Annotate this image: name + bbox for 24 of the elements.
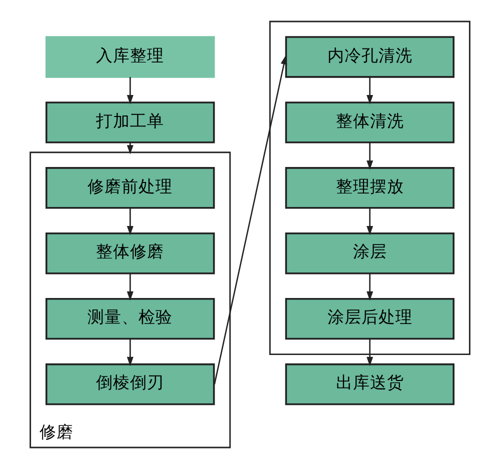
node-box: 整体清洗 [285,102,454,144]
node-box: 打加工单 [46,102,215,144]
node-box: 涂层后处理 [285,298,454,340]
arrow [126,142,134,154]
node-box: 整理摆放 [285,167,454,209]
arrow [366,338,374,366]
arrow [214,55,288,384]
arrow [126,338,134,366]
node-box: 内冷孔清洗 [285,36,454,78]
arrow [366,208,374,236]
node-box: 修磨前处理 [46,167,215,209]
arrow [126,77,134,104]
node-box: 整体修磨 [46,232,215,274]
arrow [366,77,374,104]
node-box: 倒棱倒刃 [46,363,215,406]
arrow [126,273,134,301]
node-box: 出库送货 [285,363,454,406]
cluster [269,20,470,356]
node-box: 测量、检验 [46,298,215,340]
node-box: 入库整理 [46,36,215,78]
arrow [366,273,374,301]
arrow [366,142,374,170]
node-box: 涂层 [285,232,454,274]
arrow [126,208,134,236]
